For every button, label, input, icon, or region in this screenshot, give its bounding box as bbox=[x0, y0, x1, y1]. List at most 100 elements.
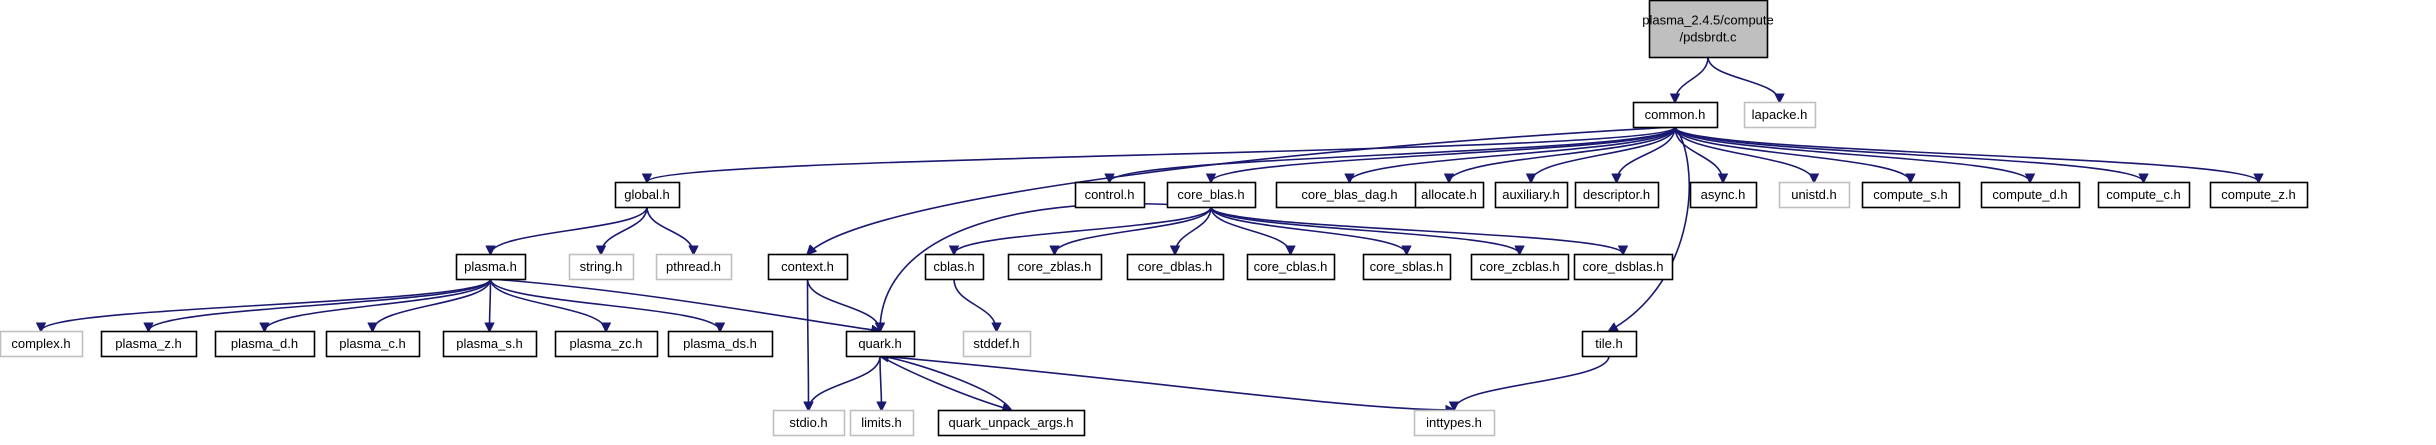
node-label: tile.h bbox=[1595, 336, 1622, 351]
node-allocate[interactable]: allocate.h bbox=[1414, 181, 1485, 209]
node-box bbox=[1494, 181, 1569, 209]
node-box bbox=[455, 253, 527, 281]
node-box bbox=[767, 253, 849, 281]
node-label: compute_d.h bbox=[1992, 187, 2067, 202]
node-string: string.h bbox=[568, 253, 635, 281]
node-stdio: stdio.h bbox=[772, 409, 846, 437]
node-control[interactable]: control.h bbox=[1074, 181, 1146, 209]
node-label: plasma.h bbox=[464, 259, 517, 274]
node-descriptor[interactable]: descriptor.h bbox=[1574, 181, 1660, 209]
node-box bbox=[1126, 253, 1225, 281]
node-box bbox=[1413, 409, 1496, 437]
edge-common-to-compute_z bbox=[1674, 126, 2259, 182]
edge-common-to-core_blas bbox=[1211, 126, 1676, 182]
edge-quark-to-inttypes bbox=[879, 355, 1454, 410]
node-label: core_sblas.h bbox=[1370, 259, 1444, 274]
node-label: auxiliary.h bbox=[1502, 187, 1560, 202]
edge-plasma-to-plasma_zc bbox=[489, 278, 607, 331]
node-box bbox=[214, 330, 316, 358]
node-core-zblas[interactable]: core_zblas.h bbox=[1007, 253, 1103, 281]
node-box bbox=[1574, 181, 1660, 209]
node-auxiliary[interactable]: auxiliary.h bbox=[1494, 181, 1569, 209]
node-compute-s[interactable]: compute_s.h bbox=[1861, 181, 1961, 209]
node-core-blas[interactable]: core_blas.h bbox=[1166, 181, 1257, 209]
node-label: async.h bbox=[1701, 187, 1746, 202]
node-box bbox=[325, 330, 421, 358]
node-plasma[interactable]: plasma.h bbox=[455, 253, 527, 281]
edge-core_blas-to-core_dsblas bbox=[1210, 206, 1623, 254]
node-label: core_dblas.h bbox=[1138, 259, 1212, 274]
node-box bbox=[937, 409, 1086, 437]
node-label: plasma_d.h bbox=[231, 336, 298, 351]
node-label: cblas.h bbox=[933, 259, 974, 274]
node-plasma-s[interactable]: plasma_s.h bbox=[442, 330, 538, 358]
edge-global-to-string bbox=[601, 206, 648, 254]
edge-core_blas-to-core_sblas bbox=[1210, 206, 1407, 254]
node-inttypes: inttypes.h bbox=[1413, 409, 1496, 437]
node-cblas[interactable]: cblas.h bbox=[924, 253, 985, 281]
node-context[interactable]: context.h bbox=[767, 253, 849, 281]
node-box bbox=[1362, 253, 1452, 281]
edge-common-to-context bbox=[808, 126, 1676, 254]
node-label: global.h bbox=[624, 187, 670, 202]
edge-cblas-to-stddef bbox=[953, 278, 997, 331]
edge-global-to-pthread bbox=[646, 206, 694, 254]
node-label: /pdsbrdt.c bbox=[1679, 30, 1737, 45]
node-core-zcblas[interactable]: core_zcblas.h bbox=[1470, 253, 1570, 281]
node-label: context.h bbox=[781, 259, 834, 274]
node-common[interactable]: common.h bbox=[1632, 101, 1719, 129]
node-plasma-ds[interactable]: plasma_ds.h bbox=[667, 330, 774, 358]
node-compute-c[interactable]: compute_c.h bbox=[2097, 181, 2191, 209]
node-async[interactable]: async.h bbox=[1689, 181, 1758, 209]
node-core-cblas[interactable]: core_cblas.h bbox=[1246, 253, 1336, 281]
node-box bbox=[2097, 181, 2191, 209]
node-core-dblas[interactable]: core_dblas.h bbox=[1126, 253, 1225, 281]
edge-core_blas-to-core_zcblas bbox=[1210, 206, 1520, 254]
node-quark[interactable]: quark.h bbox=[845, 330, 916, 358]
node-box bbox=[442, 330, 538, 358]
edge-plasma-to-plasma_c bbox=[373, 278, 492, 331]
node-compute-z[interactable]: compute_z.h bbox=[2209, 181, 2309, 209]
node-unistd: unistd.h bbox=[1778, 181, 1851, 209]
edge-common-to-global bbox=[647, 126, 1676, 182]
edge-common-to-auxiliary bbox=[1531, 126, 1676, 182]
node-box bbox=[554, 330, 659, 358]
node-box bbox=[1632, 101, 1719, 129]
node-core-dsblas[interactable]: core_dsblas.h bbox=[1573, 253, 1674, 281]
node-label: core_blas.h bbox=[1177, 187, 1244, 202]
node-plasma-zc[interactable]: plasma_zc.h bbox=[554, 330, 659, 358]
node-box bbox=[1573, 253, 1674, 281]
edges-layer bbox=[41, 56, 2259, 410]
node-box bbox=[1980, 181, 2081, 209]
node-label: unistd.h bbox=[1791, 187, 1837, 202]
node-label: quark_unpack_args.h bbox=[948, 415, 1073, 430]
node-box bbox=[1246, 253, 1336, 281]
node-core-sblas[interactable]: core_sblas.h bbox=[1362, 253, 1452, 281]
node-tile[interactable]: tile.h bbox=[1581, 330, 1638, 358]
node-core-blas-dag[interactable]: core_blas_dag.h bbox=[1275, 181, 1425, 209]
node-label: pthread.h bbox=[666, 259, 721, 274]
node-label: plasma_s.h bbox=[456, 336, 522, 351]
node-box bbox=[655, 253, 733, 281]
node-lapacke: lapacke.h bbox=[1743, 101, 1817, 129]
node-label: stddef.h bbox=[973, 336, 1019, 351]
node-compute-d[interactable]: compute_d.h bbox=[1980, 181, 2081, 209]
node-root[interactable]: plasma_2.4.5/compute/pdsbrdt.c bbox=[1642, 0, 1774, 59]
nodes-layer: plasma_2.4.5/compute/pdsbrdt.c common.h la… bbox=[0, 0, 2309, 437]
node-box bbox=[0, 330, 84, 358]
edge-common-to-compute_c bbox=[1674, 126, 2144, 182]
edge-core_blas-to-core_zblas bbox=[1055, 206, 1212, 254]
node-box bbox=[1470, 253, 1570, 281]
node-plasma-z[interactable]: plasma_z.h bbox=[100, 330, 198, 358]
node-plasma-c[interactable]: plasma_c.h bbox=[325, 330, 421, 358]
node-box bbox=[849, 409, 915, 437]
node-global[interactable]: global.h bbox=[614, 181, 681, 209]
edge-core_blas-to-cblas bbox=[954, 206, 1212, 254]
node-plasma-d[interactable]: plasma_d.h bbox=[214, 330, 316, 358]
node-label: core_dsblas.h bbox=[1583, 259, 1664, 274]
edge-common-to-control bbox=[1110, 126, 1676, 182]
node-label: compute_c.h bbox=[2106, 187, 2180, 202]
node-quark-unpack-args[interactable]: quark_unpack_args.h bbox=[937, 409, 1086, 437]
edge-context-to-quark bbox=[806, 278, 881, 331]
